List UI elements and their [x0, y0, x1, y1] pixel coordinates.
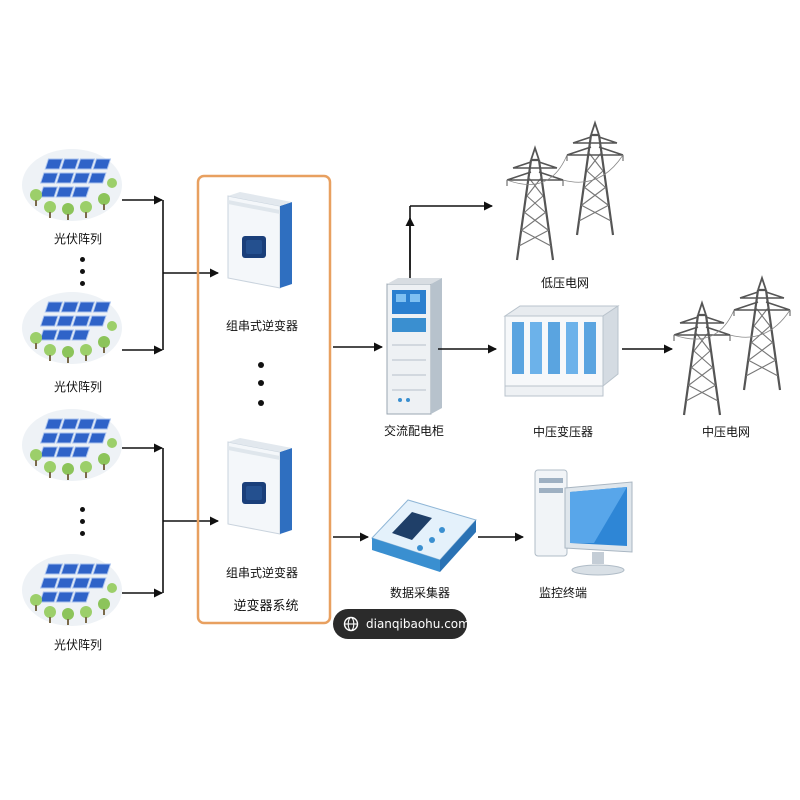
mv-grid-label: 中压电网	[701, 425, 751, 439]
ellipsis-dot	[258, 362, 264, 368]
pv-array-icon	[21, 148, 123, 222]
string-inverter-label: 组串式逆变器	[225, 566, 299, 580]
data-collector-icon	[371, 499, 477, 572]
low-voltage-grid-label: 低压电网	[540, 276, 590, 290]
ellipsis-dot	[80, 281, 85, 286]
watermark-text: dianqibaohu.com	[366, 617, 470, 631]
pv-array-icon	[21, 291, 123, 365]
pv-array-label: 光伏阵列	[53, 380, 103, 394]
cabinet-to-grid-connectors	[405, 201, 673, 354]
mv-transformer-label: 中压变压器	[532, 425, 594, 439]
string-inverter-icon	[227, 191, 293, 289]
globe-icon	[343, 616, 359, 632]
inverter-system-label: 逆变器系统	[233, 599, 299, 614]
string-inverter-label: 组串式逆变器	[225, 319, 299, 333]
inverter-output-connectors	[333, 342, 383, 542]
power-line	[506, 154, 624, 185]
monitor-terminal-icon	[534, 469, 633, 576]
pv-to-inverter-connectors	[122, 195, 219, 598]
watermark-badge: dianqibaohu.com	[333, 609, 470, 639]
ac-cabinet-label: 交流配电柜	[383, 424, 445, 438]
string-inverter-icon	[227, 437, 293, 535]
inverter-system-box	[196, 174, 332, 625]
pv-array-label: 光伏阵列	[53, 638, 103, 652]
data-collector-label: 数据采集器	[389, 586, 451, 600]
ellipsis-dot	[80, 519, 85, 524]
pv-array-icon	[21, 408, 123, 482]
pv-array-icon	[21, 553, 123, 627]
transmission-tower-icon	[672, 301, 732, 417]
ellipsis-dot	[80, 531, 85, 536]
ellipsis-dot	[80, 257, 85, 262]
monitor-terminal-label: 监控终端	[538, 586, 588, 600]
mv-transformer-icon	[503, 305, 620, 397]
ac-cabinet-icon	[386, 278, 442, 415]
transmission-tower-icon	[505, 146, 565, 262]
ellipsis-dot	[258, 400, 264, 406]
pv-array-label: 光伏阵列	[53, 232, 103, 246]
ellipsis-dot	[258, 380, 264, 386]
power-line	[673, 309, 791, 340]
ellipsis-dot	[80, 269, 85, 274]
ellipsis-dot	[80, 507, 85, 512]
